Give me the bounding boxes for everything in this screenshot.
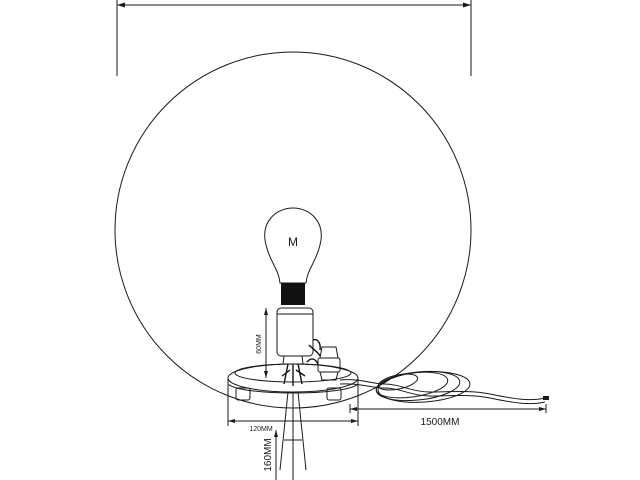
cable-connector <box>306 338 341 381</box>
bulb-mark: M <box>288 235 298 249</box>
base-width-dimension: 120MM <box>227 385 359 433</box>
cable-end-plug <box>543 396 549 400</box>
socket-height-label: 60MM <box>256 334 263 354</box>
spike-length-label: 160MM <box>263 438 274 471</box>
ground-spike <box>279 391 307 480</box>
cable-coil <box>339 370 549 405</box>
bulb-base <box>281 283 305 305</box>
base-width-label: 120MM <box>249 426 273 433</box>
spike-length-dimension: 160MM <box>263 430 278 480</box>
lamp-socket <box>276 307 314 386</box>
cable-length-label: 1500MM <box>421 417 460 428</box>
top-width-dimension <box>116 0 472 76</box>
light-bulb: M <box>264 207 322 305</box>
globe-outline <box>114 51 472 409</box>
cable-length-dimension: 1500MM <box>349 404 547 428</box>
socket-height-dimension: 60MM <box>256 308 268 378</box>
